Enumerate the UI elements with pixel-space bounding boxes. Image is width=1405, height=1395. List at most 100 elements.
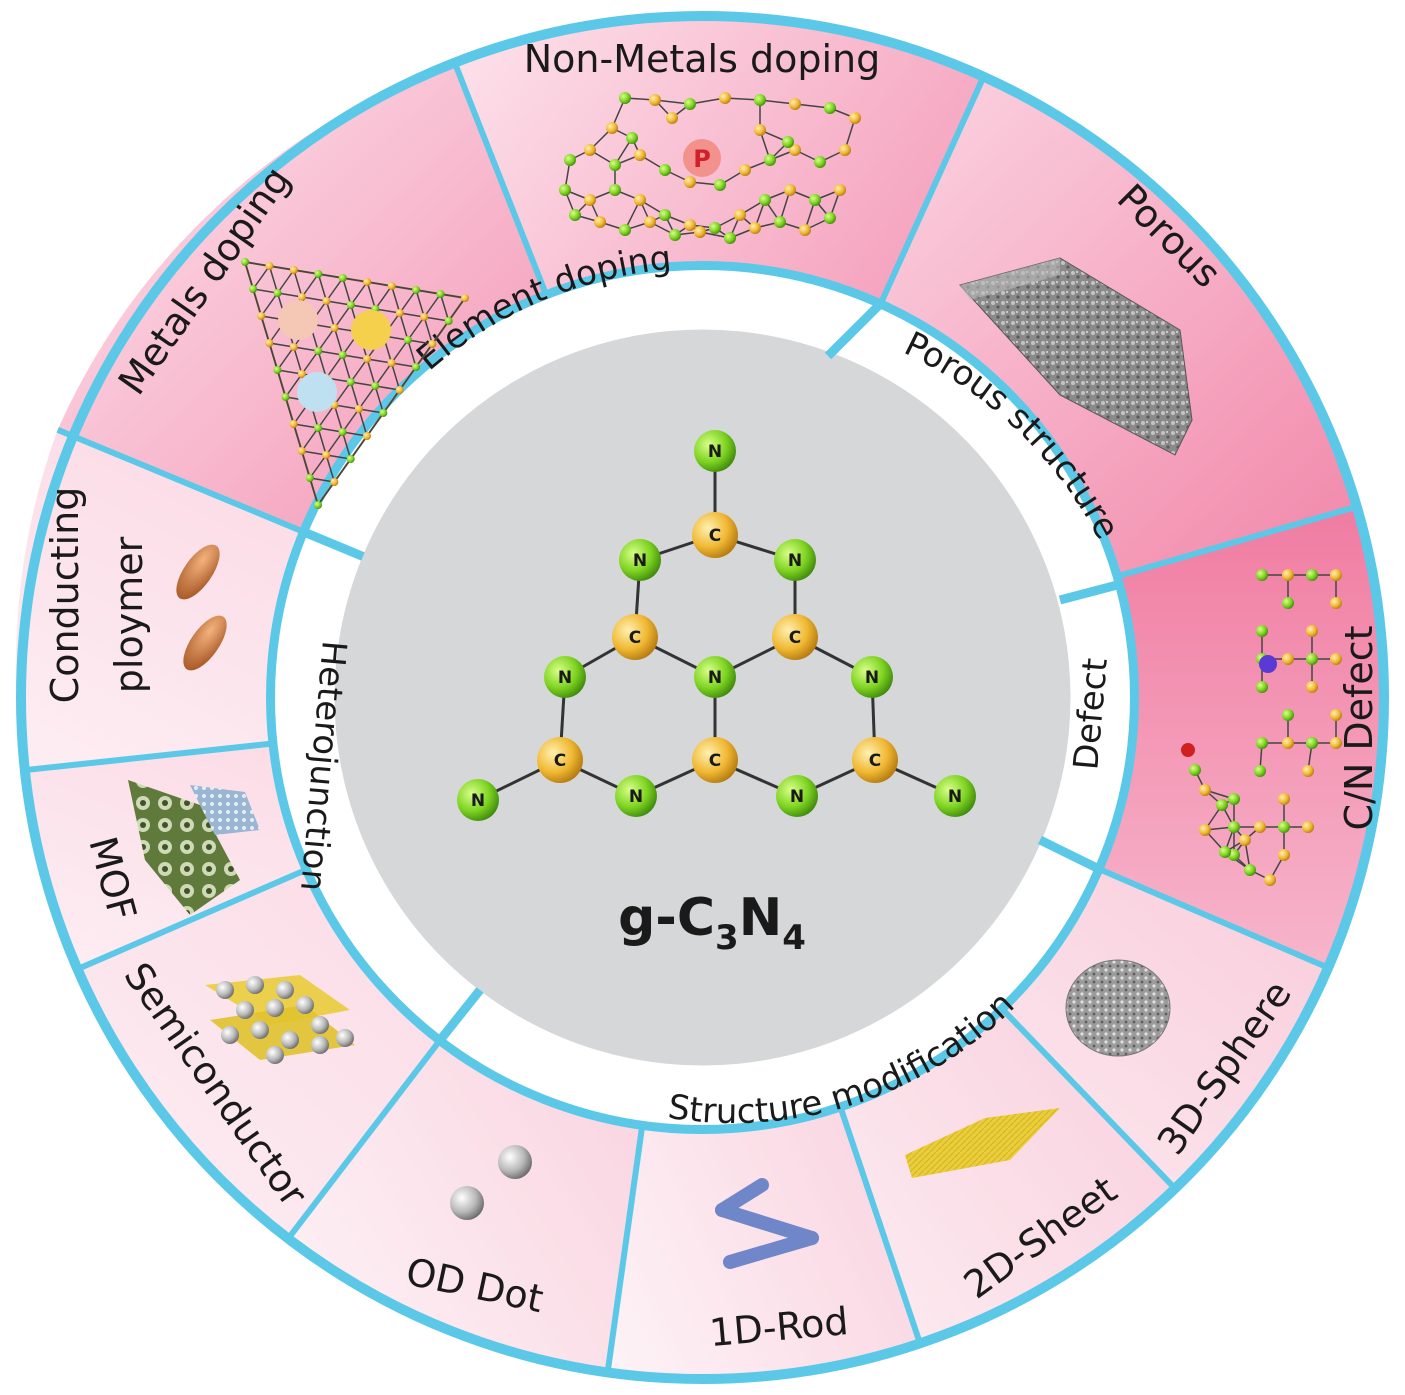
lattice-c-atom: [749, 222, 761, 234]
lattice-c-atom: [606, 122, 618, 134]
metals-doping-illustration: [241, 258, 469, 509]
lattice-c-atom: [1330, 569, 1342, 581]
lattice-n-atom: [346, 301, 355, 309]
lattice-c-atom: [289, 266, 298, 274]
lattice-c-atom: [363, 278, 372, 286]
lattice-n-atom: [338, 351, 347, 359]
svg-text:C: C: [789, 628, 801, 648]
lattice-c-atom: [754, 124, 766, 136]
semiconductor-ball: [281, 1031, 299, 1049]
lattice-n-atom: [1189, 764, 1201, 776]
lattice-c-atom: [1278, 849, 1290, 861]
lattice-c-atom: [649, 94, 661, 106]
svg-text:N: N: [708, 668, 722, 688]
center-title: g-C3N4: [618, 888, 806, 958]
lattice-c-atom: [584, 194, 596, 206]
nitrogen-atom: N: [851, 656, 893, 698]
lattice-c-atom: [322, 451, 331, 459]
semiconductor-ball: [251, 1021, 269, 1039]
lattice-c-atom: [849, 112, 861, 124]
defect-red-atom: [1181, 743, 1195, 757]
lattice-c-atom: [265, 339, 274, 347]
lattice-n-atom: [1278, 821, 1290, 833]
sphere-3d-illustration: [1065, 959, 1171, 1057]
lattice-n-atom: [626, 132, 638, 144]
lattice-c-atom: [387, 359, 396, 367]
lattice-c-atom: [420, 313, 429, 321]
semiconductor-illustration: [205, 975, 355, 1064]
label-non-metals-doping: Non-Metals doping: [524, 37, 881, 81]
lattice-c-atom: [684, 219, 696, 231]
semiconductor-ball: [266, 999, 284, 1017]
lattice-n-atom: [619, 224, 631, 236]
nitrogen-atom: N: [544, 656, 586, 698]
lattice-c-atom: [395, 309, 404, 317]
lattice-c-atom: [461, 294, 469, 302]
lattice-c-atom: [1239, 834, 1251, 846]
lattice-c-atom: [265, 262, 274, 270]
lattice-n-atom: [714, 179, 726, 191]
lattice-n-atom: [659, 209, 671, 221]
lattice-n-atom: [379, 409, 388, 417]
lattice-n-atom: [338, 274, 347, 282]
lattice-c-atom: [363, 355, 372, 363]
lattice-n-atom: [1256, 681, 1268, 693]
lattice-n-atom: [273, 289, 282, 297]
non-metals-lattice-illustration: [559, 92, 861, 244]
lattice-c-atom: [734, 209, 746, 221]
lattice-c-atom: [666, 112, 678, 124]
svg-text:N: N: [948, 787, 962, 807]
carbon-atom: C: [537, 737, 583, 783]
lattice-c-atom: [1330, 597, 1342, 609]
lattice-n-atom: [569, 209, 581, 221]
dividers: [16, 11, 1389, 1384]
lattice-c-atom: [1282, 737, 1294, 749]
sheet-2d-illustration: [905, 1108, 1060, 1178]
svg-text:C: C: [629, 628, 641, 648]
carbon-atom: C: [612, 614, 658, 660]
svg-text:C: C: [554, 751, 566, 771]
lattice-c-atom: [322, 297, 331, 305]
lattice-n-atom: [814, 156, 826, 168]
lattice-c-atom: [1302, 765, 1314, 777]
svg-text:N: N: [708, 442, 722, 462]
lattice-c-atom: [1199, 824, 1211, 836]
svg-text:C: C: [709, 526, 721, 546]
lattice-n-atom: [1306, 653, 1318, 665]
lattice-n-atom: [314, 424, 323, 432]
label-conducting-line2: ploymer: [107, 536, 151, 693]
lattice-c-atom: [1264, 874, 1276, 886]
lattice-n-atom: [1256, 569, 1268, 581]
svg-text:C: C: [869, 751, 881, 771]
lattice-n-atom: [809, 194, 821, 206]
nitrogen-atom: N: [457, 779, 499, 821]
carbon-atom: C: [772, 614, 818, 660]
lattice-c-atom: [634, 194, 646, 206]
nitrogen-atom: N: [774, 539, 816, 581]
lattice-n-atom: [1228, 821, 1240, 833]
lattice-n-atom: [412, 286, 421, 294]
semiconductor-ball: [296, 996, 314, 1014]
nitrogen-atom: N: [934, 775, 976, 817]
lattice-c-atom: [298, 293, 306, 301]
lattice-c-atom: [1254, 821, 1266, 833]
lattice-c-atom: [739, 164, 751, 176]
svg-text:N: N: [788, 551, 802, 571]
lattice-c-atom: [684, 176, 696, 188]
lattice-n-atom: [305, 474, 314, 482]
lattice-c-atom: [644, 216, 656, 228]
lattice-n-atom: [1256, 737, 1268, 749]
svg-text:N: N: [558, 668, 572, 688]
lattice-n-atom: [371, 382, 380, 390]
lattice-c-atom: [330, 324, 339, 332]
label-defect: Defect: [1066, 657, 1116, 772]
center-disk: [334, 329, 1071, 1066]
semiconductor-ball: [311, 1036, 329, 1054]
lattice-n-atom: [412, 363, 420, 371]
semiconductor-ball: [311, 1016, 329, 1034]
lattice-c-atom: [634, 149, 646, 161]
semiconductor-ball: [266, 1046, 284, 1064]
lattice-c-atom: [363, 432, 371, 440]
lattice-n-atom: [1306, 737, 1318, 749]
